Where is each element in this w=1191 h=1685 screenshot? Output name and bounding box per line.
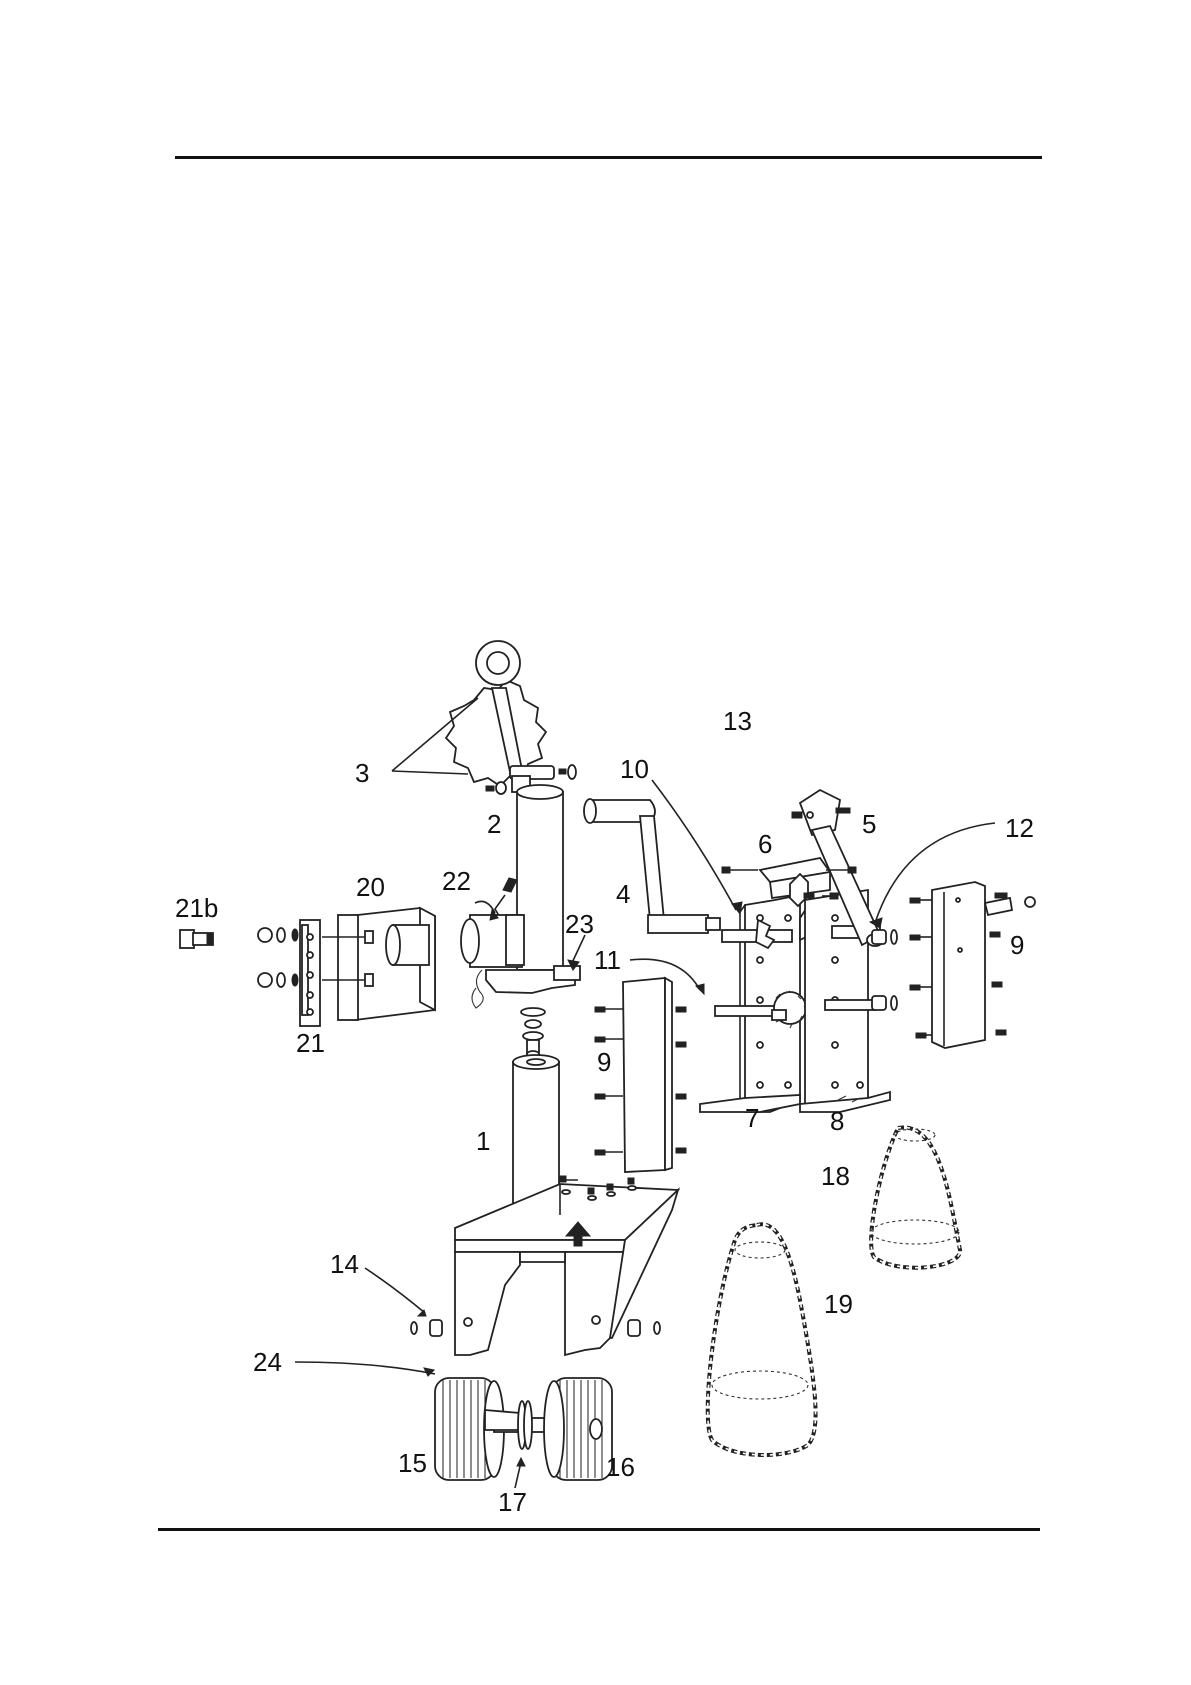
- label-9-left: 9: [597, 1047, 611, 1077]
- label-21: 21: [296, 1028, 325, 1058]
- label-23: 23: [565, 909, 594, 939]
- part-washers: [521, 1008, 545, 1057]
- label-10: 10: [620, 754, 649, 784]
- label-22: 22: [442, 866, 471, 896]
- label-21b: 21b: [175, 893, 218, 923]
- label-19: 19: [824, 1289, 853, 1319]
- label-13: 13: [723, 706, 752, 736]
- part-mounting-box: [338, 908, 435, 1020]
- label-5: 5: [862, 809, 876, 839]
- label-24: 24: [253, 1347, 282, 1377]
- label-2: 2: [487, 809, 501, 839]
- part-wheel-fork: [455, 1176, 678, 1355]
- label-1: 1: [476, 1126, 490, 1156]
- label-3: 3: [355, 758, 369, 788]
- part-channel-right: [910, 882, 1035, 1048]
- label-18: 18: [821, 1161, 850, 1191]
- label-4: 4: [616, 879, 630, 909]
- part-mounting-plate: [300, 920, 320, 1026]
- label-11: 11: [594, 945, 621, 975]
- label-7: 7: [745, 1103, 759, 1133]
- part-chain-18: [871, 1127, 960, 1267]
- label-9-right: 9: [1010, 930, 1024, 960]
- label-17: 17: [498, 1487, 527, 1517]
- part-chain-19: [708, 1224, 816, 1455]
- label-16: 16: [606, 1452, 635, 1482]
- part-bolt-21b: [180, 930, 213, 948]
- label-14: 14: [330, 1249, 359, 1279]
- label-8: 8: [830, 1106, 844, 1136]
- part-wheels: [295, 1362, 612, 1488]
- label-12: 12: [1005, 813, 1034, 843]
- part-hand-crank: [584, 799, 720, 933]
- label-6: 6: [758, 829, 772, 859]
- label-15: 15: [398, 1448, 427, 1478]
- part-crank-handle: [392, 641, 576, 794]
- label-20: 20: [356, 872, 385, 902]
